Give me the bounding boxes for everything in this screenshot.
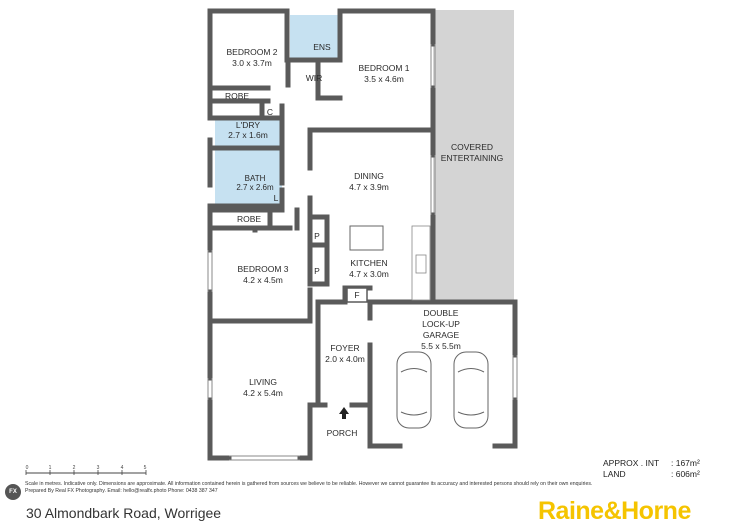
kitchen-size: 4.7 x 3.0m xyxy=(349,269,389,279)
living-size: 4.2 x 5.4m xyxy=(243,388,283,398)
car-right-icon xyxy=(453,351,489,429)
disclaimer-line2: Prepared By Real FX Photography. Email: … xyxy=(25,488,218,495)
realfx-logo-icon: FX xyxy=(5,484,21,500)
kitchen-bench xyxy=(411,225,431,301)
area-summary: APPROX . INT : 167m² LAND : 606m² xyxy=(603,458,700,480)
porch-name: PORCH xyxy=(327,428,358,438)
property-address: 30 Almondbark Road, Worrigee xyxy=(26,505,222,521)
foyer-name: FOYER xyxy=(330,343,359,353)
entry-arrow-icon xyxy=(339,407,349,419)
windows xyxy=(207,44,518,461)
garage-size: 5.5 x 5.5m xyxy=(421,341,461,351)
garage-line1: DOUBLE xyxy=(424,308,459,318)
pantry1-name: P xyxy=(314,231,320,241)
pantry2-name: P xyxy=(314,266,320,276)
disclaimer-line1: Scale in metres. Indicative only. Dimens… xyxy=(25,481,593,487)
bedroom3-size: 4.2 x 4.5m xyxy=(243,275,283,285)
ensuite-name: ENS xyxy=(313,42,331,52)
bedroom2-name: BEDROOM 2 xyxy=(226,47,277,57)
robe2-name: ROBE xyxy=(237,214,261,224)
laundry-name: L'DRY xyxy=(236,120,260,130)
garage-line3: GARAGE xyxy=(423,330,460,340)
scale-tick-3: 3 xyxy=(97,465,100,471)
living-name: LIVING xyxy=(249,377,277,387)
bedroom1-name: BEDROOM 1 xyxy=(358,63,409,73)
fridge-name: F xyxy=(354,290,359,300)
int-area-value: : 167m² xyxy=(671,458,700,468)
disclaimer: Scale in metres. Indicative only. Dimens… xyxy=(25,481,725,496)
sink xyxy=(415,254,427,274)
land-area-value: : 606m² xyxy=(671,469,700,479)
car-left-icon xyxy=(396,351,432,429)
foyer-size: 2.0 x 4.0m xyxy=(325,354,365,364)
bedroom3-name: BEDROOM 3 xyxy=(237,264,288,274)
scale-tick-1: 1 xyxy=(49,465,52,471)
robe1-name: ROBE xyxy=(225,91,249,101)
laundry-size: 2.7 x 1.6m xyxy=(228,130,268,140)
covered-line2: ENTERTAINING xyxy=(441,153,504,163)
dining-size: 4.7 x 3.9m xyxy=(349,182,389,192)
ensuite-fill xyxy=(290,15,338,59)
scale-bar: 0 1 2 3 4 5 xyxy=(25,465,147,475)
cupboard-name: C xyxy=(267,107,273,117)
bath-size: 2.7 x 2.6m xyxy=(236,183,274,192)
fx-logo-text: FX xyxy=(9,489,17,495)
land-area-label: LAND xyxy=(603,469,626,479)
bedroom2-size: 3.0 x 3.7m xyxy=(232,58,272,68)
raine-horne-logo: Raine&Horne xyxy=(538,497,691,525)
covered-line1: COVERED xyxy=(451,142,493,152)
scale-tick-5: 5 xyxy=(144,465,147,471)
int-area-label: APPROX . INT xyxy=(603,458,660,468)
kitchen-island xyxy=(349,225,384,251)
garage-line2: LOCK-UP xyxy=(422,319,460,329)
kitchen-name: KITCHEN xyxy=(350,258,387,268)
bedroom1-size: 3.5 x 4.6m xyxy=(364,74,404,84)
scale-tick-2: 2 xyxy=(73,465,76,471)
scale-tick-4: 4 xyxy=(121,465,124,471)
covered-area-fill xyxy=(433,10,514,303)
dining-name: DINING xyxy=(354,171,384,181)
bath-fill xyxy=(215,148,282,206)
wir-name: WIR xyxy=(306,73,323,83)
bath-name: BATH xyxy=(245,174,266,183)
scale-tick-0: 0 xyxy=(26,465,29,471)
fridge-box xyxy=(346,287,368,303)
walls xyxy=(207,8,518,461)
linen-name: L xyxy=(274,193,279,203)
laundry-fill xyxy=(215,118,282,148)
